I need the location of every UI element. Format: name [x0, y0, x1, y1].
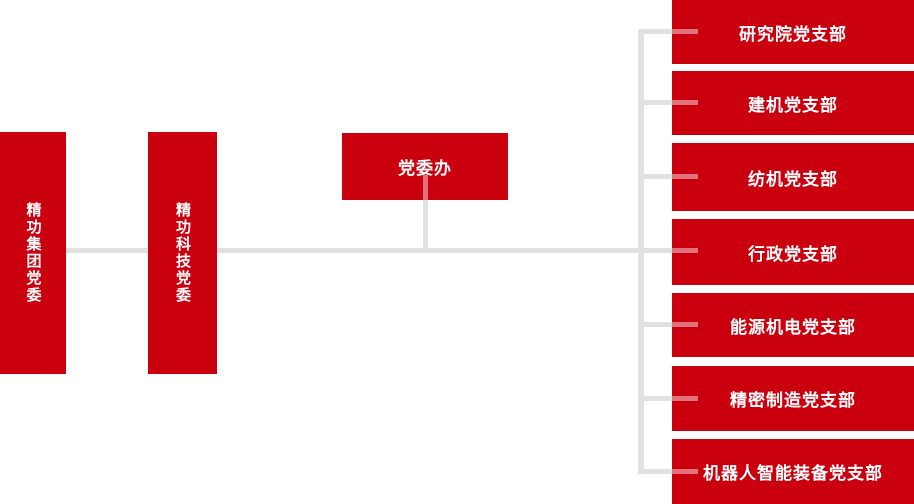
- connector-branch-stub: [638, 396, 672, 401]
- connector-bleed: [672, 396, 698, 401]
- connector-branch-stub: [638, 29, 672, 34]
- connector-bleed: [672, 469, 698, 474]
- node-label: 建机党支部: [748, 95, 838, 115]
- node-label: 精功科技党委: [174, 202, 191, 304]
- connector-main-horizontal-line: [66, 248, 672, 253]
- connector-branch-stub: [638, 469, 672, 474]
- connector-bleed: [672, 322, 698, 327]
- connector-bleed: [423, 175, 428, 200]
- branch-node-research-institute: 研究院党支部: [672, 0, 914, 64]
- connector-bleed: [672, 29, 698, 34]
- node-label: 能源机电党支部: [730, 317, 856, 337]
- node-jinggong-tech-party-committee: 精功科技党委: [148, 132, 217, 374]
- connector-office-vertical-line: [423, 200, 428, 253]
- node-label: 纺机党支部: [748, 169, 838, 189]
- node-label: 精功集团党委: [24, 202, 42, 304]
- branch-node-robot-intelligent-equipment: 机器人智能装备党支部: [672, 439, 914, 504]
- branch-node-construction-machinery: 建机党支部: [672, 71, 914, 135]
- connector-branch-stub: [638, 100, 672, 105]
- connector-branch-stub: [638, 322, 672, 327]
- branch-node-administration: 行政党支部: [672, 219, 914, 285]
- connector-branch-stub: [638, 174, 672, 179]
- node-party-committee-office: 党委办: [342, 133, 508, 200]
- node-label: 行政党支部: [748, 244, 838, 264]
- node-label: 研究院党支部: [739, 24, 847, 44]
- branch-node-energy-electromechanical: 能源机电党支部: [672, 293, 914, 357]
- node-jinggong-group-party-committee: 精功集团党委: [0, 132, 66, 374]
- connector-bleed: [672, 100, 698, 105]
- branch-node-precision-manufacturing: 精密制造党支部: [672, 366, 914, 431]
- branch-node-textile-machinery: 纺机党支部: [672, 143, 914, 211]
- node-label: 精密制造党支部: [730, 391, 856, 410]
- connector-bleed: [672, 174, 698, 179]
- connector-bleed: [672, 248, 698, 253]
- node-label: 机器人智能装备党支部: [703, 464, 883, 483]
- node-label: 党委办: [398, 159, 452, 178]
